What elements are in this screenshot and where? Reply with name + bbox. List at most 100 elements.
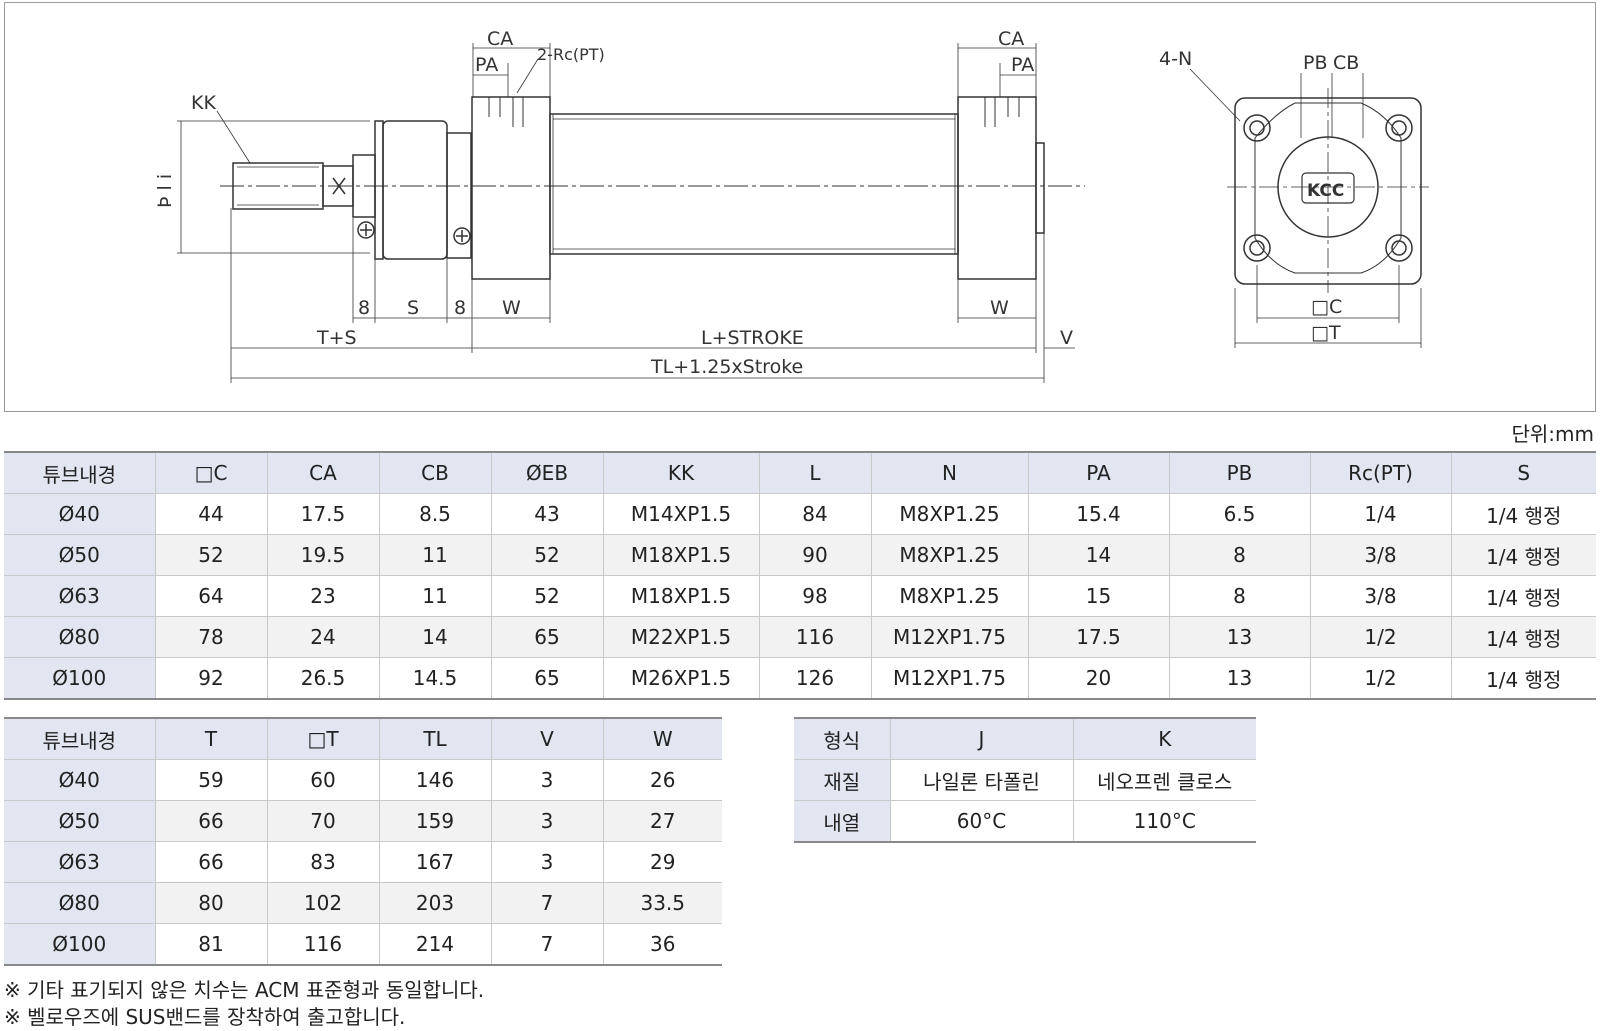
table-cell: M8XP1.25 xyxy=(870,575,1028,617)
table-cell: 1/4 행정 xyxy=(1450,575,1596,617)
label-cb: CB xyxy=(1333,52,1359,74)
table-cell: 1/4 행정 xyxy=(1450,616,1596,658)
table-cell: 1/2 xyxy=(1309,657,1451,700)
table-cell: 1/4 행정 xyxy=(1450,534,1596,576)
label-ca-left: CA xyxy=(487,28,513,50)
table-cell: N xyxy=(870,451,1028,494)
table-cell: □T xyxy=(266,717,379,760)
table-cell: 52 xyxy=(490,534,603,576)
table-cell: 81 xyxy=(154,923,267,966)
table-cell: 33.5 xyxy=(602,882,722,924)
table-cell: M12XP1.75 xyxy=(870,657,1028,700)
table-cell: 214 xyxy=(378,923,491,966)
table-cell: 나일론 타폴린 xyxy=(889,759,1073,801)
label-w-left: W xyxy=(502,297,521,319)
table-cell: Ø40 xyxy=(4,493,155,535)
table-cell: 14 xyxy=(378,616,491,658)
table-cell: 27 xyxy=(602,800,722,842)
label-lstroke: L+STROKE xyxy=(701,327,804,349)
table-cell: 3/8 xyxy=(1309,534,1451,576)
table-cell: 15.4 xyxy=(1027,493,1169,535)
table-cell: 8.5 xyxy=(378,493,491,535)
table-cell: 102 xyxy=(266,882,379,924)
cylinder-drawing-svg: CA PA 2-Rc(PT) KK Þ l i CA PA 4-N PB CB … xyxy=(154,28,1429,383)
table-cell: Ø40 xyxy=(4,759,155,801)
table-cell: T xyxy=(154,717,267,760)
table-cell: 90 xyxy=(758,534,871,576)
table-cell: 1/4 행정 xyxy=(1450,493,1596,535)
table-cell: 26.5 xyxy=(266,657,379,700)
table-cell: 66 xyxy=(154,841,267,883)
table-cell: M12XP1.75 xyxy=(870,616,1028,658)
table-cell: M18XP1.5 xyxy=(602,575,759,617)
table-cell: 8 xyxy=(1168,575,1310,617)
table-cell: 8 xyxy=(1168,534,1310,576)
table-cell: 3 xyxy=(490,841,603,883)
table-cell: 60°C xyxy=(889,800,1073,843)
table-cell: 24 xyxy=(266,616,379,658)
table-cell: 내열 xyxy=(794,800,890,843)
table-cell: 17.5 xyxy=(266,493,379,535)
table-cell: 1/4 행정 xyxy=(1450,657,1596,700)
table-cell: 92 xyxy=(154,657,267,700)
label-pa-left: PA xyxy=(475,54,498,76)
table-cell: 23 xyxy=(266,575,379,617)
table-cell: M22XP1.5 xyxy=(602,616,759,658)
table-cell: V xyxy=(490,717,603,760)
table-cell: Ø63 xyxy=(4,841,155,883)
table-cell: Ø80 xyxy=(4,616,155,658)
label-w-right: W xyxy=(990,297,1009,319)
label-ts: T+S xyxy=(316,327,357,349)
table-cell: 116 xyxy=(266,923,379,966)
table-cell: 29 xyxy=(602,841,722,883)
label-ca-right: CA xyxy=(998,28,1024,50)
table-cell: 1/2 xyxy=(1309,616,1451,658)
note-1: ※ 기타 표기되지 않은 치수는 ACM 표준형과 동일합니다. xyxy=(4,978,485,1002)
table-cell: 3/8 xyxy=(1309,575,1451,617)
notes: ※ 기타 표기되지 않은 치수는 ACM 표준형과 동일합니다. ※ 벨로우즈에… xyxy=(4,977,484,1031)
table-cell: 167 xyxy=(378,841,491,883)
label-port: 2-Rc(PT) xyxy=(537,45,605,64)
label-total: TL+1.25xStroke xyxy=(650,356,803,378)
label-c: □C xyxy=(1311,296,1342,318)
table-cell: 203 xyxy=(378,882,491,924)
table-cell: M26XP1.5 xyxy=(602,657,759,700)
table-cell: 튜브내경 xyxy=(4,451,155,494)
table-cell: CA xyxy=(266,451,379,494)
table-cell: 26 xyxy=(602,759,722,801)
table-cell: 83 xyxy=(266,841,379,883)
table-cell: Ø100 xyxy=(4,657,155,700)
table-cell: CB xyxy=(378,451,491,494)
table-cell: 14.5 xyxy=(378,657,491,700)
table-cell: 재질 xyxy=(794,759,890,801)
table-cell: 65 xyxy=(490,616,603,658)
table-cell: Rc(PT) xyxy=(1309,451,1451,494)
table-cell: Ø50 xyxy=(4,800,155,842)
table-cell: 17.5 xyxy=(1027,616,1169,658)
table-cell: 146 xyxy=(378,759,491,801)
table-cell: 7 xyxy=(490,882,603,924)
table-cell: 13 xyxy=(1168,657,1310,700)
table-cell: 65 xyxy=(490,657,603,700)
technical-drawing: CA PA 2-Rc(PT) KK Þ l i CA PA 4-N PB CB … xyxy=(4,2,1596,412)
table-cell: 20 xyxy=(1027,657,1169,700)
table-cell: 11 xyxy=(378,575,491,617)
table-cell: 110°C xyxy=(1072,800,1256,843)
table-cell: M18XP1.5 xyxy=(602,534,759,576)
label-v: V xyxy=(1060,327,1073,349)
table-cell: PB xyxy=(1168,451,1310,494)
unit-label: 단위:mm xyxy=(1511,422,1594,446)
table-cell: 66 xyxy=(154,800,267,842)
table-cell: 84 xyxy=(758,493,871,535)
table-cell: 126 xyxy=(758,657,871,700)
table-cell: 44 xyxy=(154,493,267,535)
